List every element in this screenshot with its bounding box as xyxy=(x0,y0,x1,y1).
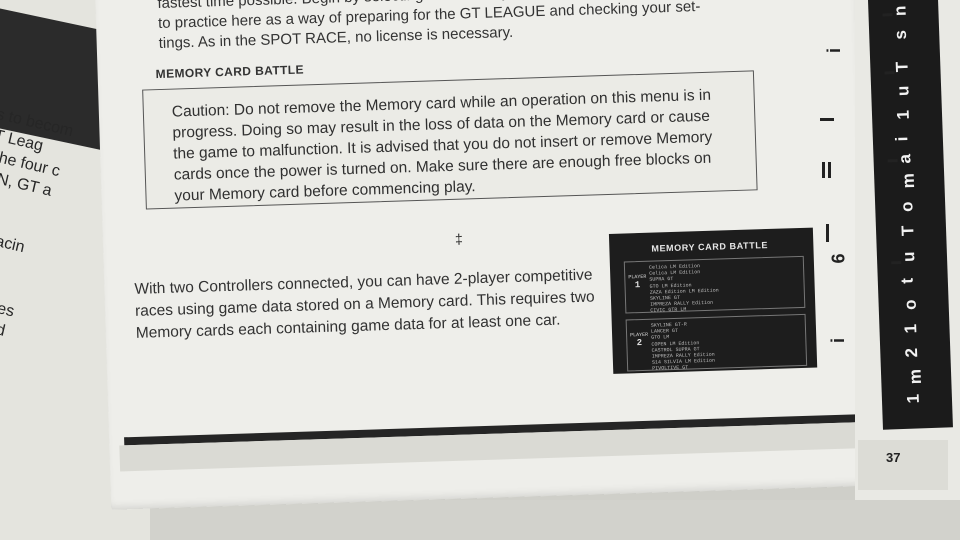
tab-letter: m xyxy=(898,172,919,189)
tab-edge-letter: 6 xyxy=(828,253,849,264)
tab-letter: 1 xyxy=(901,323,921,334)
tab-letter: T xyxy=(898,225,918,237)
caution-box: Caution: Do not remove the Memory card w… xyxy=(142,70,758,210)
player2-car-list: SKYLINE GT-R LANCER GT GTO LM COPEN LM E… xyxy=(650,321,716,373)
tab-edge-letter: i xyxy=(828,337,849,344)
player1-panel: PLAYER 1 Celica LM Edition Celica LM Edi… xyxy=(623,255,806,315)
section-title: MEMORY CARD BATTLE xyxy=(155,62,305,82)
player2-panel: PLAYER 2 SKYLINE GT-R LANCER GT GTO LM C… xyxy=(625,313,808,373)
tab-letter: 1 xyxy=(903,393,923,404)
tab-letter: o xyxy=(897,201,917,213)
tab-letter: s xyxy=(890,29,911,40)
tab-edge-letter: i xyxy=(824,47,845,54)
body-paragraph: With two Controllers connected, you can … xyxy=(134,266,595,342)
tab-letter: 1 xyxy=(893,109,913,120)
page-number-area xyxy=(858,440,948,490)
player2-label: PLAYER 2 xyxy=(630,331,649,349)
tab-letter: i xyxy=(892,136,912,142)
tab-letter: t xyxy=(897,277,917,284)
tab-letter: m xyxy=(905,368,925,385)
game-screenshot: MEMORY CARD BATTLE PLAYER 1 Celica LM Ed… xyxy=(608,227,818,374)
caution-text: Caution: Do not remove the Memory card w… xyxy=(171,86,713,205)
tab-letter: u xyxy=(899,251,919,263)
stray-mark-icon: ‡ xyxy=(454,230,464,247)
index-tab-strip: n s T u 1 i a m o T u t o 1 2 m 1 xyxy=(868,0,953,430)
tab-letter: a xyxy=(895,153,915,164)
screenshot-title: MEMORY CARD BATTLE xyxy=(651,239,769,254)
intro-paragraph: fastest time possible. Begin by selectin… xyxy=(157,0,769,54)
player1-label: PLAYER 1 xyxy=(628,273,647,291)
tab-letter: 2 xyxy=(901,347,922,358)
manual-page: fastest time possible. Begin by selectin… xyxy=(95,0,881,510)
tab-letter: o xyxy=(900,299,921,311)
player1-car-list: Celica LM Edition Celica LM Edition SUPR… xyxy=(648,263,719,315)
tab-letter: n xyxy=(890,5,910,17)
tab-letter: T xyxy=(892,61,912,73)
page-number: 37 xyxy=(886,450,901,465)
left-page-text: here is to becom in a GT Leag aces. The … xyxy=(0,95,82,348)
tab-letter: u xyxy=(893,85,913,97)
